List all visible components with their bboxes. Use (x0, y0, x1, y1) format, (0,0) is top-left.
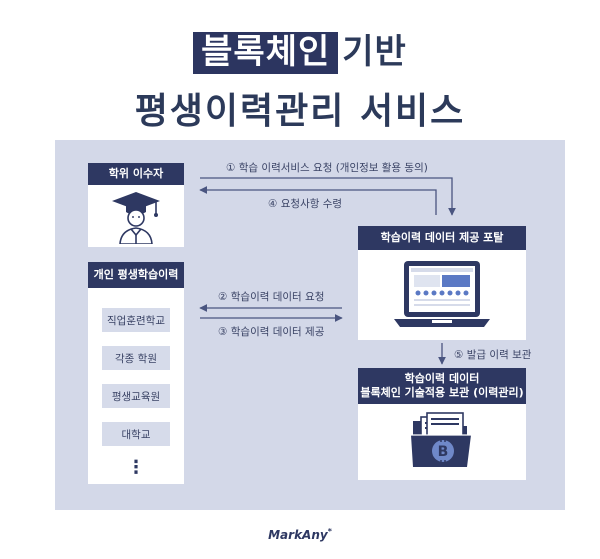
flow-label-2: ② 학습이력 데이터 요청 (218, 291, 325, 303)
storage-header-line1: 학습이력 데이터 (404, 372, 480, 385)
institution-item: 직업훈련학교 (102, 308, 170, 332)
institution-list: 직업훈련학교 각종 학원 평생교육원 대학교 ⋮ (88, 288, 184, 484)
flow-label-4: ④ 요청사항 수령 (268, 198, 343, 210)
blockchain-folder-icon: B (411, 412, 471, 467)
title-line1-rest: 기반 (342, 32, 407, 72)
storage-card-header: 학습이력 데이터 블록체인 기술적용 보관 (이력관리) (358, 368, 526, 404)
storage-card: 학습이력 데이터 블록체인 기술적용 보관 (이력관리) B (358, 368, 526, 480)
flow-label-5: ⑤ 발급 이력 보관 (454, 349, 532, 361)
portal-card-body (358, 250, 526, 340)
portal-card: 학습이력 데이터 제공 포탈 (358, 226, 526, 340)
portal-card-header: 학습이력 데이터 제공 포탈 (358, 226, 526, 250)
institution-item: 대학교 (102, 422, 170, 446)
flow-label-3: ③ 학습이력 데이터 제공 (218, 326, 325, 338)
markany-logo: MarkAny* (268, 527, 332, 542)
laptop-icon (394, 261, 490, 327)
flow-arrow-1 (200, 177, 456, 216)
learning-history-header: 개인 평생학습이력 (88, 262, 184, 288)
more-indicator: ⋮ (127, 457, 145, 478)
graduate-card-header: 학위 이수자 (88, 163, 184, 185)
svg-text:B: B (438, 444, 449, 460)
institution-item: 평생교육원 (102, 384, 170, 408)
graduate-card: 학위 이수자 (88, 163, 184, 247)
storage-card-body: B (358, 404, 526, 480)
logo-text: MarkAny (268, 528, 328, 542)
storage-header-line2: 블록체인 기술적용 보관 (이력관리) (360, 386, 524, 399)
flow-label-1: ① 학습 이력서비스 요청 (개인정보 활용 동의) (226, 162, 428, 174)
graduate-icon (112, 192, 160, 244)
institution-item: 각종 학원 (102, 346, 170, 370)
graduate-card-body (88, 185, 184, 247)
flow-arrow-4 (199, 186, 437, 215)
learning-history-card: 개인 평생학습이력 직업훈련학교 각종 학원 평생교육원 대학교 ⋮ (88, 262, 184, 484)
title-highlight: 블록체인 (193, 32, 339, 74)
title-line2: 평생이력관리 서비스 (134, 91, 466, 132)
